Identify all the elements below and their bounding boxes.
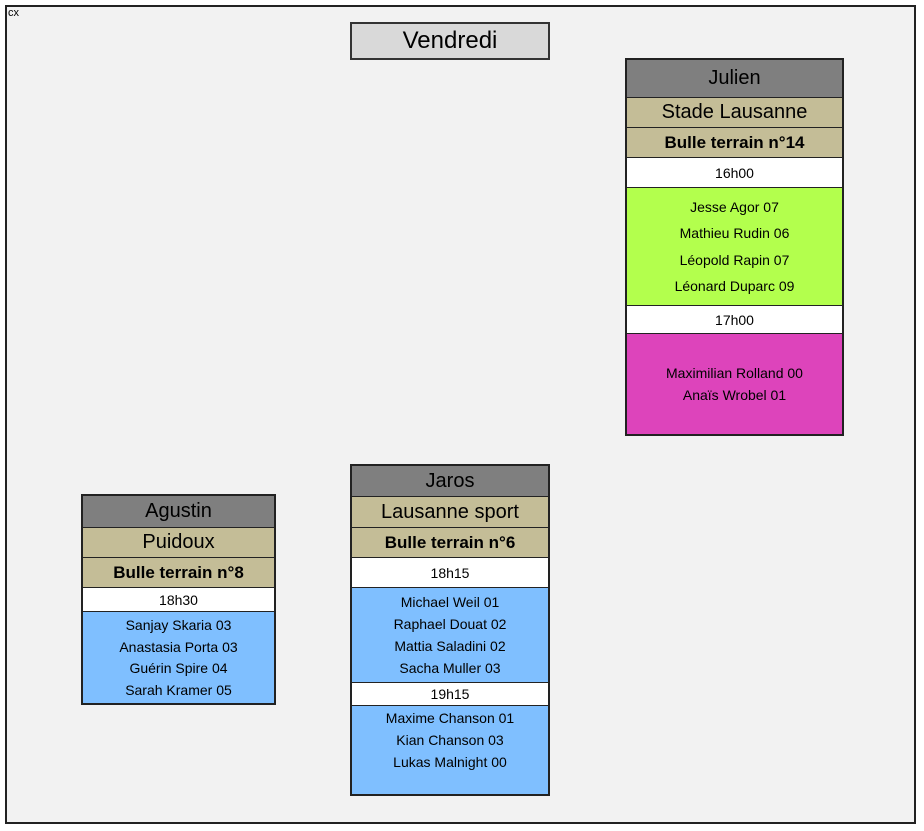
venue-name: Puidoux <box>83 528 274 558</box>
player-group: Maxime Chanson 01 Kian Chanson 03 Lukas … <box>352 706 548 794</box>
card-agustin: Agustin Puidoux Bulle terrain n°8 18h30 … <box>81 494 276 705</box>
player-name: Jesse Agor 07 <box>690 198 779 215</box>
venue-name: Stade Lausanne <box>627 98 842 128</box>
corner-label: cx <box>8 7 19 19</box>
player-group: Maximilian Rolland 00 Anaïs Wrobel 01 <box>627 334 842 434</box>
player-name: Raphael Douat 02 <box>393 616 507 632</box>
coach-name: Agustin <box>83 496 274 528</box>
player-name: Sacha Muller 03 <box>399 660 501 676</box>
player-name: Anastasia Porta 03 <box>119 638 238 655</box>
player-name: Maximilian Rolland 00 <box>666 365 803 381</box>
coach-name: Jaros <box>352 466 548 497</box>
day-title: Vendredi <box>350 22 550 60</box>
player-group: Sanjay Skaria 03 Anastasia Porta 03 Guér… <box>83 612 274 703</box>
court-name: Bulle terrain n°8 <box>83 558 274 588</box>
time-slot: 18h30 <box>83 588 274 612</box>
card-julien: Julien Stade Lausanne Bulle terrain n°14… <box>625 58 844 436</box>
player-group: Jesse Agor 07 Mathieu Rudin 06 Léopold R… <box>627 188 842 306</box>
court-name: Bulle terrain n°14 <box>627 128 842 158</box>
card-jaros: Jaros Lausanne sport Bulle terrain n°6 1… <box>350 464 550 796</box>
player-name: Mathieu Rudin 06 <box>679 225 790 242</box>
player-name: Anaïs Wrobel 01 <box>682 387 787 403</box>
player-name: Sanjay Skaria 03 <box>125 617 232 634</box>
player-name: Kian Chanson 03 <box>396 732 504 748</box>
player-name: Maxime Chanson 01 <box>385 710 515 726</box>
player-name: Léopold Rapin 07 <box>679 251 790 268</box>
time-slot: 18h15 <box>352 558 548 588</box>
player-name: Mattia Saladini 02 <box>394 638 506 654</box>
player-name: Sarah Kramer 05 <box>125 681 232 698</box>
player-name: Léonard Duparc 09 <box>674 278 795 295</box>
player-name: Michael Weil 01 <box>400 594 500 610</box>
time-slot: 19h15 <box>352 683 548 706</box>
time-slot: 17h00 <box>627 306 842 334</box>
coach-name: Julien <box>627 60 842 98</box>
player-name: Lukas Malnight 00 <box>393 754 507 770</box>
player-group: Michael Weil 01 Raphael Douat 02 Mattia … <box>352 588 548 683</box>
venue-name: Lausanne sport <box>352 497 548 528</box>
player-name: Guérin Spire 04 <box>129 660 228 677</box>
time-slot: 16h00 <box>627 158 842 188</box>
court-name: Bulle terrain n°6 <box>352 528 548 558</box>
